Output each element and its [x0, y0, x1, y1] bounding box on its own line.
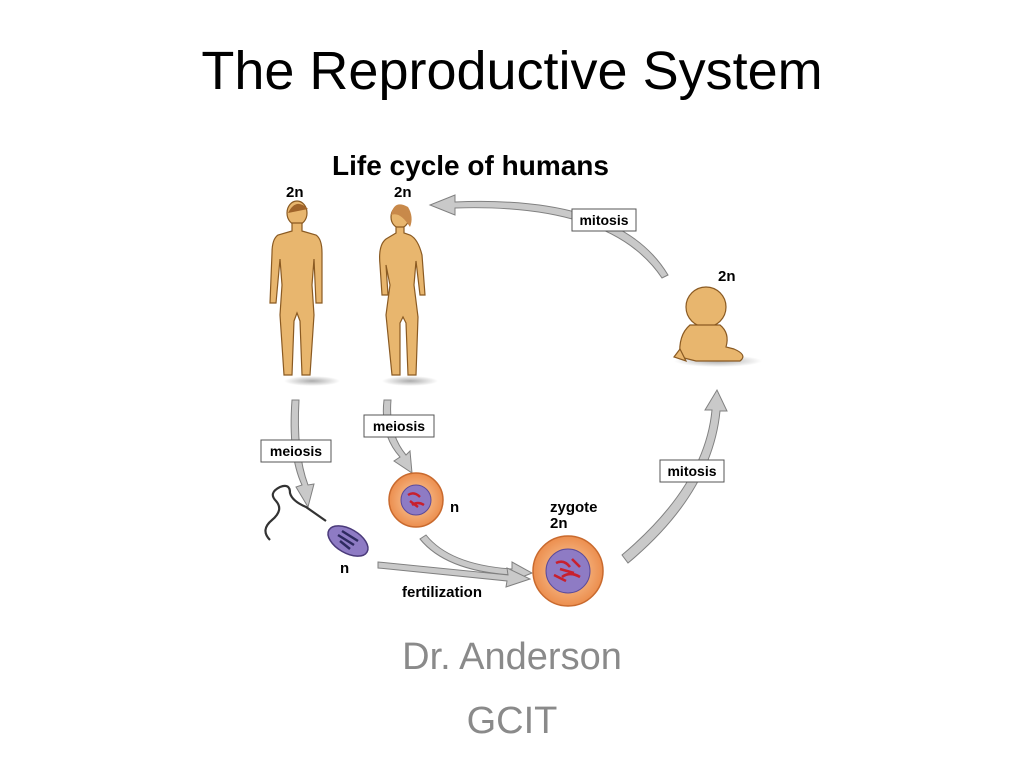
label-fertilization: fertilization [402, 584, 482, 601]
label-male-ploidy: 2n [286, 184, 304, 201]
label-baby-ploidy: 2n [718, 268, 736, 285]
label-meiosis-male: meiosis [270, 443, 322, 459]
label-female-ploidy: 2n [394, 184, 412, 201]
arrow-meiosis-male [290, 399, 315, 509]
label-sperm-ploidy: n [340, 560, 349, 577]
arrow-mitosis-top [428, 194, 669, 279]
label-mitosis-top: mitosis [579, 212, 628, 228]
sperm-cell [264, 484, 369, 557]
arrow-fertilization [377, 561, 532, 588]
subtitle-school: GCIT [466, 700, 558, 742]
diagram-heading: Life cycle of humans [332, 150, 609, 181]
label-box-mitosis-right: mitosis [659, 459, 725, 483]
label-box-meiosis-female: meiosis [363, 414, 435, 438]
slide-title: The Reproductive System [201, 41, 823, 101]
female-figure [379, 204, 438, 386]
label-zygote: zygote [550, 499, 598, 516]
arrow-mitosis-right [621, 388, 728, 564]
egg-cell [388, 472, 444, 528]
zygote-cell [532, 535, 604, 607]
baby-figure [673, 286, 762, 367]
subtitle-author: Dr. Anderson [402, 636, 622, 678]
label-zygote-ploidy: 2n [550, 515, 568, 532]
label-egg-ploidy: n [450, 499, 459, 516]
label-meiosis-female: meiosis [373, 418, 425, 434]
life-cycle-diagram: Life cycle of humans [260, 150, 762, 607]
male-figure [269, 200, 340, 386]
label-mitosis-right: mitosis [667, 463, 716, 479]
label-box-meiosis-male: meiosis [260, 439, 332, 463]
label-box-mitosis-top: mitosis [571, 208, 637, 232]
